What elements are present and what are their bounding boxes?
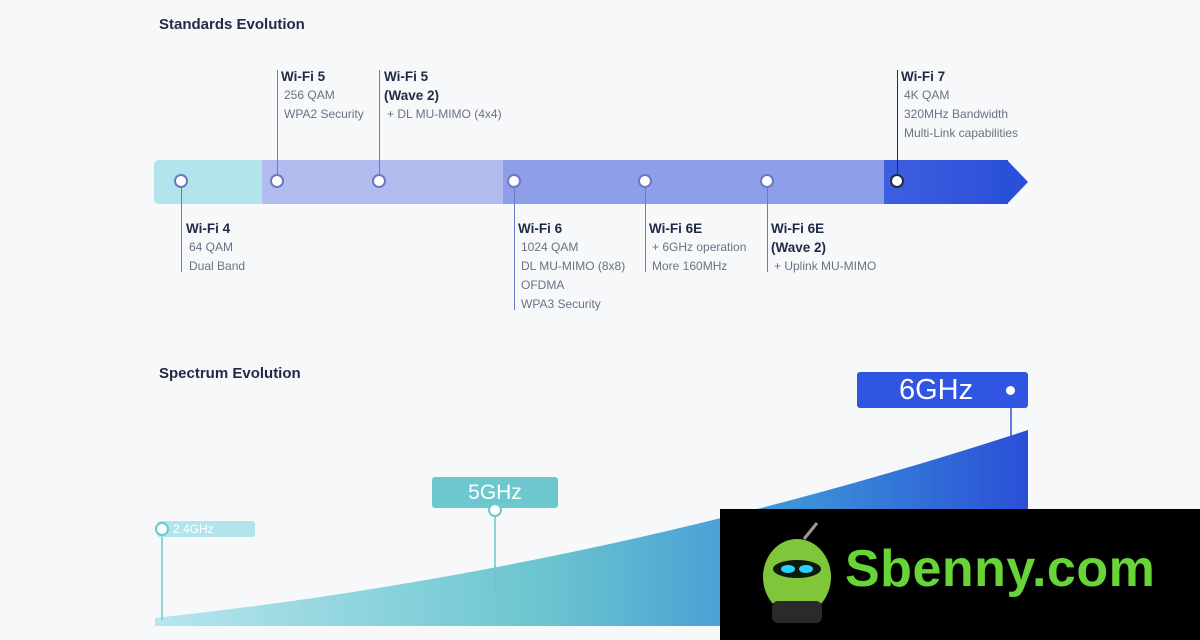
standard-feature: 1024 QAM xyxy=(521,240,579,254)
watermark-banner xyxy=(720,509,1200,640)
standard-feature: WPA3 Security xyxy=(521,297,601,311)
node-wifi6 xyxy=(507,174,521,188)
stem-wifi4 xyxy=(181,182,182,272)
stem-wifi7 xyxy=(897,70,898,180)
label-wifi5: Wi-Fi 5 256 QAM WPA2 Security xyxy=(281,67,364,124)
standard-feature: + Uplink MU-MIMO xyxy=(774,259,877,273)
stem-wifi5 xyxy=(277,70,278,180)
node-wifi5-wave2 xyxy=(372,174,386,188)
timeline-arrow xyxy=(1007,160,1028,204)
mascot-icon xyxy=(763,522,831,623)
node-5ghz xyxy=(488,503,502,517)
standard-feature: Multi-Link capabilities xyxy=(904,126,1019,140)
stem-wifi5-wave2 xyxy=(379,70,380,180)
standard-name-suffix: (Wave 2) xyxy=(384,88,440,103)
stem-wifi6e-wave2 xyxy=(767,182,768,272)
standard-feature: Dual Band xyxy=(189,259,246,273)
band-badge-5ghz: 5GHz xyxy=(432,477,558,508)
standard-name: Wi-Fi 6E xyxy=(771,221,825,236)
standard-feature: WPA2 Security xyxy=(284,107,364,121)
standard-name: Wi-Fi 5 xyxy=(384,69,429,84)
label-wifi4: Wi-Fi 4 64 QAM Dual Band xyxy=(186,219,245,276)
standard-name-suffix: (Wave 2) xyxy=(771,240,827,255)
standard-name: Wi-Fi 5 xyxy=(281,69,326,84)
timeline-segment-wifi4 xyxy=(154,160,267,204)
node-wifi7 xyxy=(890,174,904,188)
label-wifi6e: Wi-Fi 6E + 6GHz operation More 160MHz xyxy=(649,219,746,276)
standard-feature: + DL MU-MIMO (4x4) xyxy=(387,107,502,121)
standard-feature: OFDMA xyxy=(521,278,565,292)
band-badge-24ghz: 2.4GHz xyxy=(157,521,255,537)
standard-feature: 4K QAM xyxy=(904,88,950,102)
node-24ghz xyxy=(155,522,169,536)
band-badge-6ghz: 6GHz xyxy=(857,372,1028,408)
label-wifi5-wave2: Wi-Fi 5 (Wave 2) + DL MU-MIMO (4x4) xyxy=(384,67,502,124)
node-wifi5 xyxy=(270,174,284,188)
stem-wifi6e xyxy=(645,182,646,272)
standard-name: Wi-Fi 6 xyxy=(518,221,563,236)
timeline-segment-wifi6 xyxy=(503,160,890,204)
timeline-segment-wifi7 xyxy=(884,160,1008,204)
standard-feature: 320MHz Bandwidth xyxy=(904,107,1009,121)
node-wifi6e xyxy=(638,174,652,188)
node-wifi4 xyxy=(174,174,188,188)
label-wifi7: Wi-Fi 7 4K QAM 320MHz Bandwidth Multi-Li… xyxy=(901,67,1018,143)
stem-wifi6 xyxy=(514,182,515,310)
spectrum-title: Spectrum Evolution xyxy=(159,365,301,382)
standards-title: Standards Evolution xyxy=(159,16,305,33)
standard-feature: 64 QAM xyxy=(189,240,234,254)
standard-name: Wi-Fi 7 xyxy=(901,69,946,84)
label-wifi6e-wave2: Wi-Fi 6E (Wave 2) + Uplink MU-MIMO xyxy=(771,219,876,276)
standard-name: Wi-Fi 6E xyxy=(649,221,703,236)
watermark-text: Sbenny.com xyxy=(845,540,1156,598)
standard-feature: More 160MHz xyxy=(652,259,728,273)
standard-feature: + 6GHz operation xyxy=(652,240,747,254)
label-wifi6: Wi-Fi 6 1024 QAM DL MU-MIMO (8x8) OFDMA … xyxy=(518,219,625,314)
node-6ghz xyxy=(1006,386,1015,395)
standard-feature: DL MU-MIMO (8x8) xyxy=(521,259,626,273)
standard-feature: 256 QAM xyxy=(284,88,335,102)
standard-name: Wi-Fi 4 xyxy=(186,221,231,236)
node-wifi6e-wave2 xyxy=(760,174,774,188)
